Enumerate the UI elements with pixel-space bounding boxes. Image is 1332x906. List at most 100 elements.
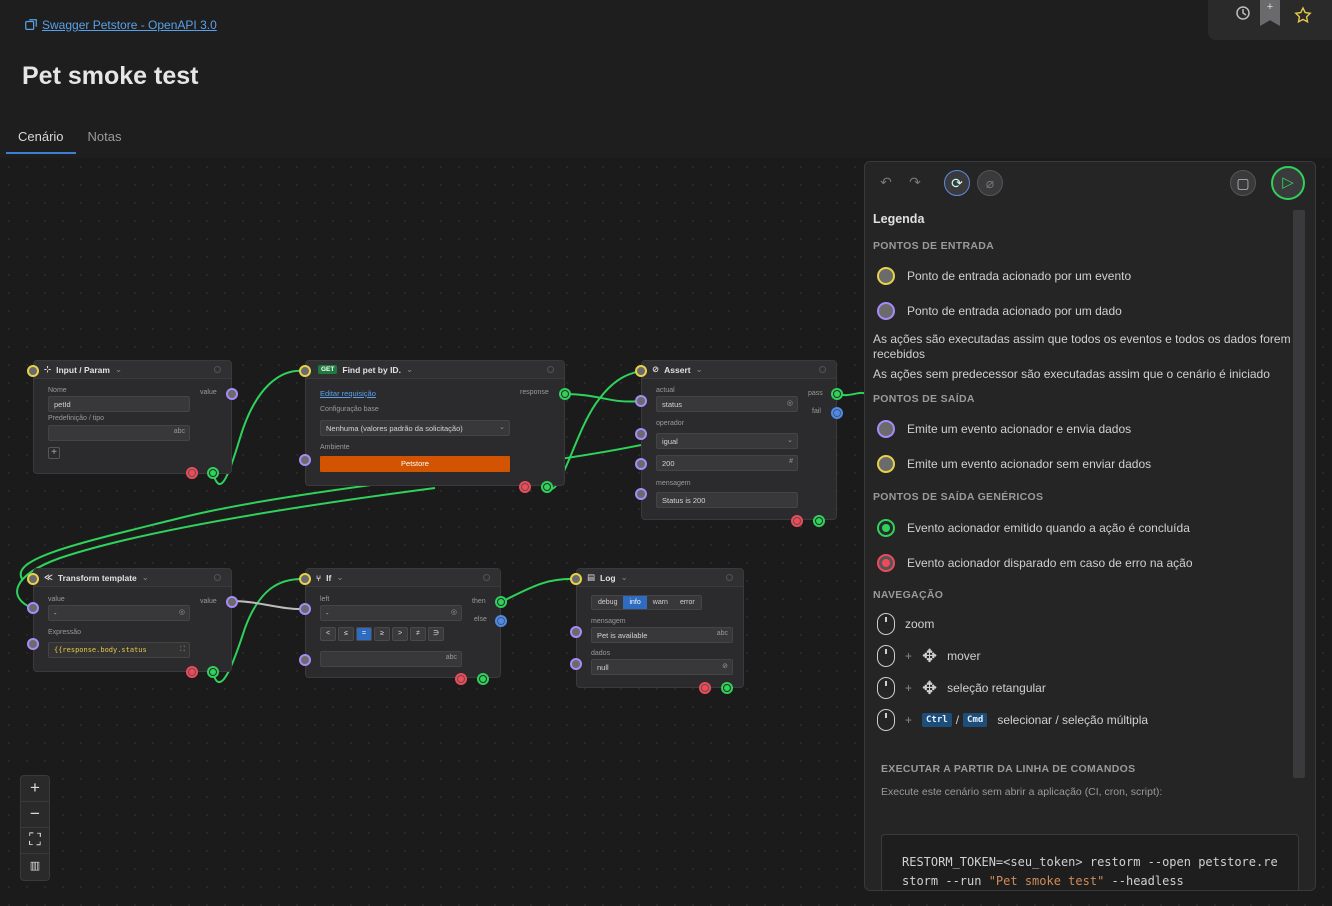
zoom-in-button[interactable]: +: [21, 776, 49, 802]
history-icon[interactable]: [1234, 4, 1252, 22]
op-ge[interactable]: ≥: [374, 627, 390, 641]
chevron-down-icon[interactable]: ⌄: [405, 364, 414, 374]
node-transform[interactable]: ≪Transform template⌄ value -◎ Expressão …: [33, 568, 232, 672]
log-data-port[interactable]: [570, 658, 582, 670]
left-value: -: [326, 609, 329, 618]
message-label: mensagem: [591, 618, 626, 625]
legend-generic-ok: Evento acionador emitido quando a ação é…: [877, 519, 1190, 537]
expected-input[interactable]: 200#: [656, 455, 798, 471]
transform-expression-port[interactable]: [27, 638, 39, 650]
op-lt[interactable]: <: [320, 627, 336, 641]
level-warn[interactable]: warn: [652, 599, 668, 606]
op-le[interactable]: ≤: [338, 627, 354, 641]
level-error[interactable]: error: [679, 599, 695, 606]
redo-button[interactable]: ↷: [909, 174, 921, 190]
assert-fail-port[interactable]: [831, 407, 843, 419]
expression-input[interactable]: {{response.body.status⛶: [48, 642, 190, 658]
undo-button[interactable]: ↶: [880, 174, 892, 190]
clear-icon[interactable]: ⊘: [722, 663, 728, 670]
assert-pass-port[interactable]: [831, 388, 843, 400]
if-event-port[interactable]: [299, 573, 311, 585]
response-port[interactable]: [559, 388, 571, 400]
expand-icon[interactable]: ⛶: [180, 645, 185, 653]
assert-expected-port[interactable]: [635, 458, 647, 470]
assert-actual-port[interactable]: [635, 395, 647, 407]
add-preset-button[interactable]: +: [48, 447, 60, 459]
if-then-port[interactable]: [495, 596, 507, 608]
transform-output-port[interactable]: [226, 596, 238, 608]
preset-input[interactable]: abc: [48, 425, 190, 441]
op-contains[interactable]: ∋: [428, 627, 444, 641]
if-else-port[interactable]: [495, 615, 507, 627]
auto-layout-button[interactable]: ⟳: [944, 170, 970, 196]
log-error-port[interactable]: [699, 682, 711, 694]
chevron-down-icon[interactable]: ⌄: [114, 364, 123, 374]
transform-error-port[interactable]: [186, 666, 198, 678]
breadcrumb[interactable]: Swagger Petstore - OpenAPI 3.0: [24, 18, 217, 32]
cli-command[interactable]: RESTORM_TOKEN=<seu_token> restorm --open…: [881, 834, 1299, 890]
level-info[interactable]: info: [623, 596, 647, 609]
name-input[interactable]: petId: [48, 396, 190, 412]
if-left-port[interactable]: [299, 603, 311, 615]
request-done-port[interactable]: [541, 481, 553, 493]
if-error-port[interactable]: [455, 673, 467, 685]
chevron-down-icon[interactable]: ⌄: [141, 572, 149, 582]
env-button[interactable]: Petstore: [320, 456, 510, 472]
node-input-param[interactable]: ⊹Input / Param⌄ Nome petId Predefinição …: [33, 360, 232, 474]
disabled-action-button[interactable]: ⌀: [977, 170, 1003, 196]
log-done-port[interactable]: [721, 682, 733, 694]
zoom-out-button[interactable]: −: [21, 802, 49, 828]
minimap-button[interactable]: ▥: [29, 860, 41, 872]
op-eq[interactable]: =: [356, 627, 372, 641]
input-value-port[interactable]: [226, 388, 238, 400]
assert-message-port[interactable]: [635, 488, 647, 500]
bookmark-icon[interactable]: +: [1260, 0, 1280, 26]
transform-done-port[interactable]: [207, 666, 219, 678]
run-button[interactable]: ▷: [1271, 166, 1305, 200]
legend-scrollbar[interactable]: [1293, 210, 1305, 778]
value-input[interactable]: -◎: [48, 605, 190, 621]
log-message-port[interactable]: [570, 626, 582, 638]
operator-select[interactable]: igual⌄: [656, 433, 798, 449]
request-data-port[interactable]: [299, 454, 311, 466]
name-label: Nome: [48, 387, 67, 394]
op-ne[interactable]: ≠: [410, 627, 426, 641]
input-done-port[interactable]: [207, 467, 219, 479]
request-error-port[interactable]: [519, 481, 531, 493]
if-right-port[interactable]: [299, 654, 311, 666]
data-input[interactable]: null⊘: [591, 659, 733, 675]
tab-notas[interactable]: Notas: [87, 129, 122, 144]
assert-done-port[interactable]: [813, 515, 825, 527]
node-if[interactable]: ⑂If⌄ left -◎ <≤=≥>≠∋ abc then else: [305, 568, 501, 678]
assert-operator-port[interactable]: [635, 428, 647, 440]
edit-request-link[interactable]: Editar requisição: [320, 389, 376, 398]
if-done-port[interactable]: [477, 673, 489, 685]
level-debug[interactable]: debug: [598, 599, 618, 606]
right-input[interactable]: abc: [320, 651, 462, 667]
transform-event-port[interactable]: [27, 573, 39, 585]
log-event-port[interactable]: [570, 573, 582, 585]
chevron-down-icon[interactable]: ⌄: [695, 364, 703, 374]
transform-value-port[interactable]: [27, 602, 39, 614]
stop-button[interactable]: ▢: [1230, 170, 1256, 196]
input-event-port[interactable]: [27, 365, 39, 377]
op-gt[interactable]: >: [392, 627, 408, 641]
input-error-port[interactable]: [186, 467, 198, 479]
config-select[interactable]: Nenhuma (valores padrão da solicitação)⌄: [320, 420, 510, 436]
message-input[interactable]: Status is 200: [656, 492, 798, 508]
fit-view-button[interactable]: ⛶: [21, 828, 49, 854]
assert-event-port[interactable]: [635, 365, 647, 377]
chevron-down-icon[interactable]: ⌄: [620, 572, 628, 582]
actual-input[interactable]: status◎: [656, 396, 798, 412]
breadcrumb-label[interactable]: Swagger Petstore - OpenAPI 3.0: [42, 18, 217, 32]
star-icon[interactable]: [1294, 6, 1312, 24]
request-event-port[interactable]: [299, 365, 311, 377]
left-input[interactable]: -◎: [320, 605, 462, 621]
node-assert[interactable]: ⊘Assert⌄ actual status◎ operador igual⌄ …: [641, 360, 837, 520]
chevron-down-icon[interactable]: ⌄: [336, 572, 344, 582]
assert-error-port[interactable]: [791, 515, 803, 527]
tab-cenario[interactable]: Cenário: [6, 126, 76, 154]
